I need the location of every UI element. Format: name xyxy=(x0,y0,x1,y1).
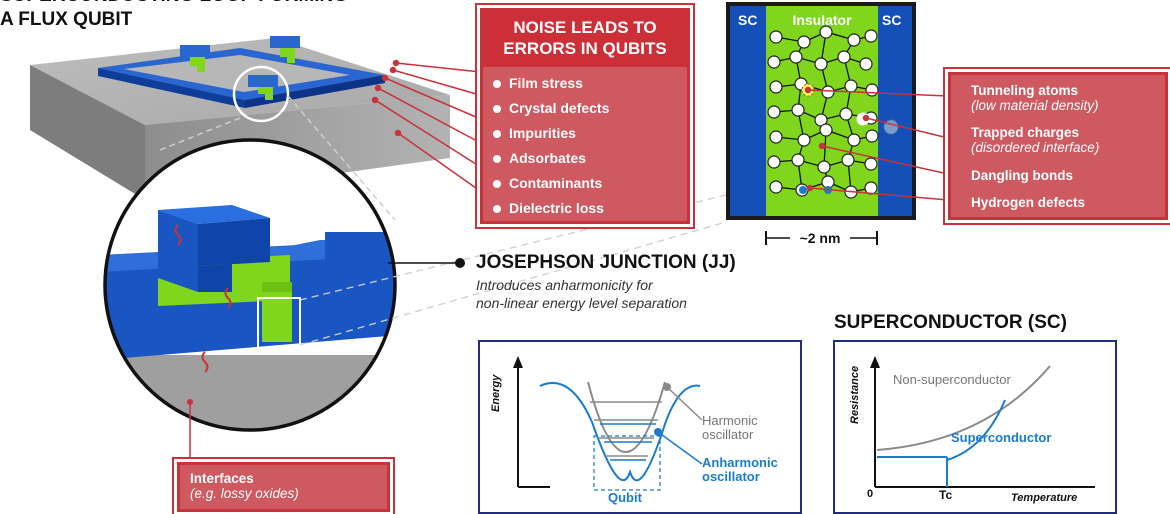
energy-axis-label: Energy xyxy=(490,374,502,412)
noise-box: NOISE LEADS TO ERRORS IN QUBITS Film str… xyxy=(480,8,690,224)
bullet-icon xyxy=(493,205,501,213)
noise-item: Dielectric loss xyxy=(483,196,687,221)
sc-right-label: SC xyxy=(882,12,902,28)
interfaces-box: Interfaces(e.g. lossy oxides) xyxy=(177,462,390,512)
noise-item: Adsorbates xyxy=(483,146,687,171)
bullet-icon xyxy=(493,155,501,163)
origin-label: 0 xyxy=(867,488,874,500)
noise-connectors xyxy=(371,59,491,199)
sc-curve-label: Superconductor xyxy=(951,430,1052,445)
defect-trapped: Trapped charges(disordered interface) xyxy=(971,125,1100,155)
bullet-icon xyxy=(493,130,501,138)
superconductor-title: SUPERCONDUCTOR (SC) xyxy=(834,312,1067,333)
superconductor-panel: Resistance Non-superconductor Supercondu… xyxy=(833,340,1117,514)
noise-title-line-2: ERRORS IN QUBITS xyxy=(503,39,667,58)
atoms xyxy=(767,25,879,199)
noise-item: Contaminants xyxy=(483,171,687,196)
defect-tunneling: Tunneling atoms(low material density) xyxy=(971,83,1099,113)
interfaces-name: Interfaces xyxy=(190,471,254,486)
bullet-icon xyxy=(493,105,501,113)
josephson-subtitle: Introduces anharmonicity for non-linear … xyxy=(476,277,687,311)
magnified-junction xyxy=(103,138,397,432)
noise-item: Impurities xyxy=(483,121,687,146)
bullet-icon xyxy=(493,80,501,88)
title-line-1: SUPERCONDUCTING LOOP FORMING xyxy=(0,0,348,8)
insulator-label: Insulator xyxy=(792,12,852,28)
josephson-title: JOSEPHSON JUNCTION (JJ) xyxy=(476,252,736,273)
non-sc-label: Non-superconductor xyxy=(893,372,1011,387)
junction-cross-section: SC Insulator SC xyxy=(726,2,916,220)
resistance-axis-label: Resistance xyxy=(849,365,861,424)
qubit-label: Qubit xyxy=(608,490,642,505)
defects-box: Tunneling atoms(low material density) Tr… xyxy=(948,72,1168,220)
noise-item: Crystal defects xyxy=(483,96,687,121)
hydrogen-defect xyxy=(799,186,807,194)
qubit-box xyxy=(593,435,661,491)
title-line-2: A FLUX QUBIT xyxy=(0,9,133,30)
noise-item: Film stress xyxy=(483,71,687,96)
bullet-icon xyxy=(493,180,501,188)
zoom-highlight xyxy=(232,65,290,123)
page-title: SUPERCONDUCTING LOOP FORMING A FLUX QUBI… xyxy=(0,0,348,32)
scale-label: ~2 nm xyxy=(799,230,841,246)
interfaces-detail: (e.g. lossy oxides) xyxy=(190,486,299,501)
noise-title: NOISE LEADS TO ERRORS IN QUBITS xyxy=(483,11,687,67)
sc-left-label: SC xyxy=(738,12,758,28)
tc-label: Tc xyxy=(939,488,953,502)
noise-title-line-1: NOISE LEADS TO xyxy=(513,18,657,37)
temperature-axis-label: Temperature xyxy=(1011,492,1078,504)
qubit-illustration xyxy=(30,36,727,462)
defect-hydrogen: Hydrogen defects xyxy=(971,195,1086,210)
scale-bar xyxy=(765,231,878,245)
defect-dangling: Dangling bonds xyxy=(971,168,1073,183)
